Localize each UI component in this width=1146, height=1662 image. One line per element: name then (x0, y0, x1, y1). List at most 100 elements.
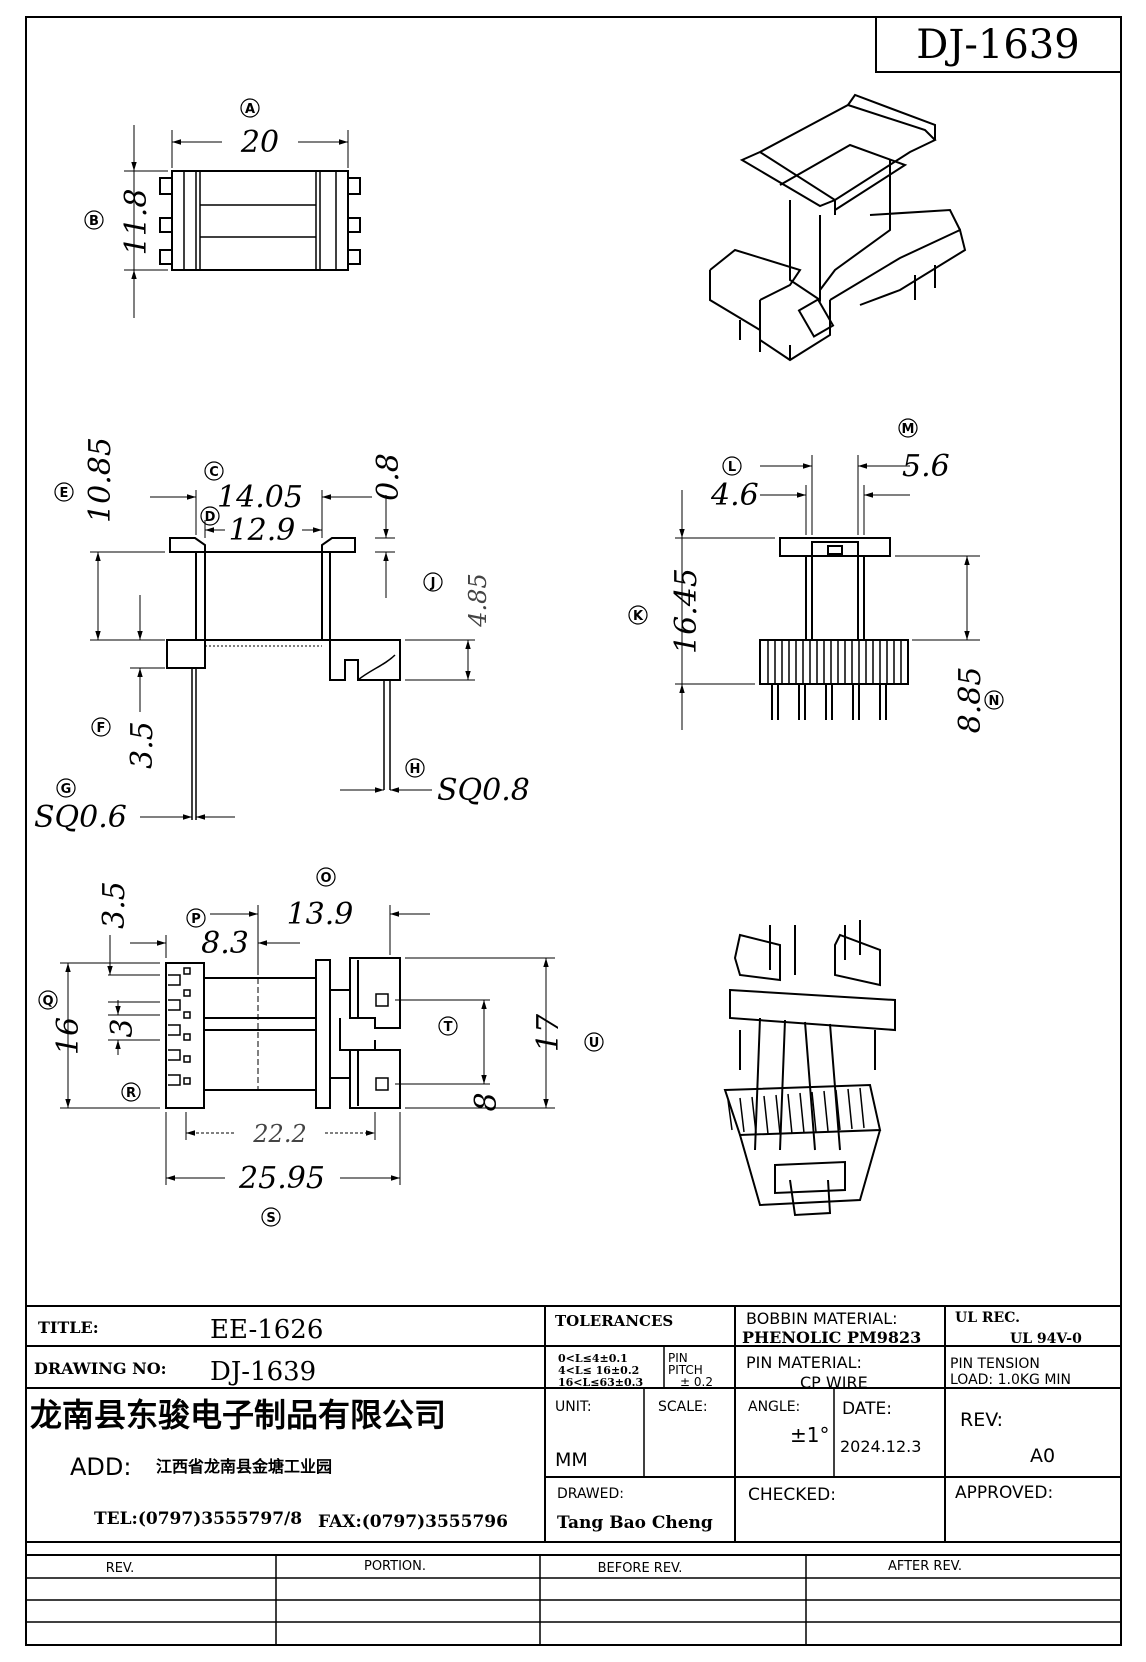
callout-s-circle (261, 1207, 281, 1227)
bottom-view-dims: 13.9 O 8.3 P 16 Q 3.5 3 R 22.2 (38, 867, 604, 1227)
front-f-dim: 3.5 (125, 721, 160, 769)
front-view-dims: 14.05 C 12.9 D 0.8 10.85 E 3.5 F 4.85 J (34, 437, 530, 835)
callout-q: Q (42, 994, 53, 1009)
date-label: DATE: (842, 1399, 892, 1419)
callout-b: B (89, 214, 99, 229)
pin-material-label: PIN MATERIAL: (746, 1353, 862, 1372)
callout-p-circle (186, 908, 206, 928)
callout-m-circle (898, 418, 918, 438)
drawed-label: DRAWED: (557, 1486, 624, 1502)
callout-l: L (728, 460, 736, 475)
bottom-p-dim: 8.3 (201, 926, 249, 961)
date-value: 2024.12.3 (840, 1437, 921, 1456)
top-height-dim: 11.8 (119, 189, 154, 256)
callout-m: M (902, 422, 915, 437)
front-c-dim: 14.05 (217, 480, 303, 515)
approved-label: APPROVED: (955, 1483, 1053, 1503)
title-block (25, 1305, 1122, 1645)
title-block-text: TITLE: EE-1626 DRAWING NO: DJ-1639 龙南县东骏… (30, 1309, 1082, 1533)
side-n-dim: 8.85 (953, 667, 988, 734)
front-view (166, 537, 401, 820)
callout-k-circle (628, 605, 648, 625)
drawed-value: Tang Bao Cheng (557, 1513, 713, 1533)
callout-f-circle (91, 717, 111, 737)
tolerances-label: TOLERANCES (555, 1312, 673, 1330)
callout-k: K (633, 609, 644, 624)
callout-a: A (245, 102, 255, 117)
rev-label: REV: (960, 1409, 1003, 1431)
title-value: EE-1626 (210, 1315, 323, 1345)
iso-view-top (709, 93, 967, 362)
callout-n-circle (984, 690, 1004, 710)
unit-value: MM (555, 1449, 588, 1471)
revision-table: REV. PORTION. BEFORE REV. AFTER REV. (106, 1559, 962, 1576)
angle-value: ±1° (790, 1423, 829, 1447)
scale-label: SCALE: (658, 1399, 708, 1415)
callout-a-circle (240, 98, 260, 118)
revision-header-portion: PORTION. (364, 1559, 426, 1574)
side-m-dim: 5.6 (902, 449, 950, 484)
pin-pitch-label-1: PIN (668, 1351, 688, 1365)
iso-view-bottom (723, 920, 896, 1217)
bottom-s-dim: 25.95 (238, 1161, 325, 1196)
callout-e-circle (54, 482, 74, 502)
revision-header-before: BEFORE REV. (598, 1561, 683, 1576)
callout-e: E (60, 486, 69, 501)
bobbin-material-value: PHENOLIC PM9823 (742, 1328, 921, 1347)
company-name: 龙南县东骏电子制品有限公司 (30, 1396, 446, 1434)
callout-g: G (61, 782, 72, 797)
callout-c: C (209, 465, 219, 480)
callout-r-circle (121, 1082, 141, 1102)
rev-value: A0 (1030, 1445, 1055, 1467)
callout-o-circle (316, 867, 336, 887)
callout-l-circle (722, 456, 742, 476)
callout-u: U (589, 1036, 600, 1051)
callout-s: S (266, 1211, 275, 1226)
revision-header-rev: REV. (106, 1561, 135, 1576)
callout-o: O (320, 871, 331, 886)
tol-1: 0<L≤4±0.1 (558, 1352, 628, 1365)
ul-rec-label: UL REC. (955, 1310, 1020, 1326)
side-view (759, 537, 909, 720)
bottom-t-dim: 8 (469, 1092, 504, 1111)
bottom-pitch-dim: 3.5 (97, 881, 132, 929)
pin-tension-label: PIN TENSION (950, 1356, 1040, 1372)
fax: FAX:(0797)3555796 (318, 1512, 508, 1532)
tol-3: 16<L≤63±0.3 (558, 1376, 643, 1389)
top-width-dim: 20 (240, 125, 279, 160)
bottom-r-dim: 3 (105, 1018, 140, 1037)
callout-h-circle (405, 758, 425, 778)
ul-rec-value: UL 94V-0 (1010, 1331, 1082, 1347)
tol-2: 4<L≤ 16±0.2 (558, 1364, 639, 1377)
front-g-dim: SQ0.6 (34, 800, 127, 835)
angle-label: ANGLE: (748, 1399, 800, 1415)
title-label: TITLE: (38, 1318, 99, 1337)
callout-d: D (205, 510, 216, 525)
callout-c-circle (204, 461, 224, 481)
callout-r: R (126, 1086, 136, 1101)
front-flange-dim: 0.8 (371, 453, 406, 501)
revision-header-after: AFTER REV. (888, 1559, 962, 1574)
front-d-dim: 12.9 (229, 513, 296, 548)
pin-tension-value: LOAD: 1.0KG MIN (950, 1372, 1071, 1388)
bottom-inner-dim: 22.2 (252, 1120, 306, 1148)
bobbin-material-label: BOBBIN MATERIAL: (746, 1309, 898, 1328)
add-label: ADD: (70, 1453, 131, 1481)
pin-material-value: CP WIRE (800, 1373, 868, 1392)
callout-j: J (430, 576, 436, 591)
side-l-dim: 4.6 (710, 478, 759, 513)
unit-label: UNIT: (555, 1399, 592, 1415)
pin-pitch-value: ± 0.2 (680, 1375, 713, 1389)
tel: TEL:(0797)3555797/8 (94, 1509, 302, 1529)
drawing-no-label: DRAWING NO: (34, 1359, 167, 1378)
side-k-dim: 16.45 (669, 568, 704, 654)
callout-j-circle (423, 572, 443, 592)
callout-d-circle (200, 506, 220, 526)
callout-f: F (97, 721, 106, 736)
callout-p: P (191, 912, 201, 927)
side-view-dims: 5.6 M 4.6 L 16.45 K 8.85 N (628, 418, 1004, 734)
callout-u-circle (584, 1032, 604, 1052)
drawing-number-box: DJ-1639 (875, 17, 1121, 73)
checked-label: CHECKED: (748, 1485, 836, 1505)
bottom-q-dim: 16 (51, 1017, 86, 1055)
